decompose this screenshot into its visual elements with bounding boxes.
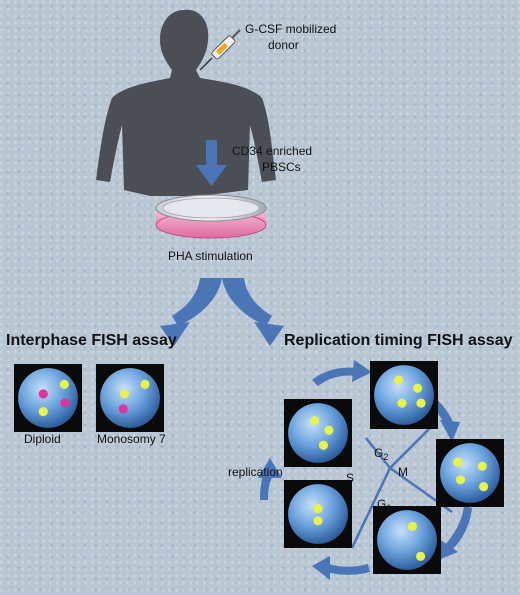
yellow-signal-dot	[393, 375, 404, 385]
enrichment-label-line1: CD34 enriched	[232, 144, 313, 158]
nucleus	[288, 403, 348, 463]
yellow-signal-dot	[38, 407, 48, 417]
cell-image-g1	[373, 506, 441, 574]
yellow-signal-dot	[59, 379, 69, 389]
nucleus	[18, 368, 78, 428]
yellow-signal-dot	[318, 440, 329, 450]
diploid-label: Diploid	[24, 432, 61, 446]
nucleus	[440, 443, 500, 503]
yellow-signal-dot	[313, 516, 323, 526]
yellow-signal-dot	[310, 416, 320, 426]
monosomy-cell-image	[96, 364, 164, 432]
yellow-signal-dot	[140, 379, 150, 389]
cycle-arrows	[258, 360, 472, 580]
phase-g2-label: G2	[374, 446, 389, 462]
donor-silhouette-icon	[96, 9, 276, 196]
nucleus	[100, 368, 160, 428]
enrichment-label-line2: PBSCs	[262, 160, 301, 174]
syringe-icon	[199, 29, 241, 71]
yellow-signal-dot	[313, 503, 323, 514]
cell-image-late-s	[284, 480, 352, 548]
magenta-signal-dot	[60, 398, 70, 408]
yellow-signal-dot	[397, 398, 407, 408]
nucleus	[288, 484, 348, 544]
stimulation-label: PHA stimulation	[168, 249, 253, 263]
nucleus	[374, 365, 434, 425]
phase-s-label: S	[346, 471, 355, 485]
magenta-signal-dot	[38, 389, 48, 399]
donor-label-line1: G-CSF mobilized	[245, 22, 337, 36]
monosomy-label: Monosomy 7	[97, 432, 166, 446]
yellow-signal-dot	[324, 425, 334, 435]
arrow-to-dish	[196, 140, 227, 186]
nucleus	[377, 510, 437, 570]
yellow-signal-dot	[407, 521, 418, 532]
yellow-signal-dot	[453, 457, 463, 467]
phase-g1-label: G1	[377, 497, 392, 513]
interphase-title: Interphase FISH assay	[6, 332, 177, 349]
replication-timing-title: Replication timing FISH assay	[284, 332, 513, 349]
yellow-signal-dot	[479, 482, 489, 492]
phase-m-label: M	[398, 465, 408, 479]
yellow-signal-dot	[477, 461, 487, 471]
petri-dish-icon	[155, 194, 267, 239]
yellow-signal-dot	[455, 475, 466, 485]
cell-image-m	[436, 439, 504, 507]
diploid-cell-image	[14, 364, 82, 432]
cell-image-early-s	[284, 399, 352, 467]
replication-label: replication	[228, 465, 283, 479]
yellow-signal-dot	[416, 398, 426, 408]
yellow-signal-dot	[413, 383, 423, 393]
yellow-signal-dot	[119, 389, 130, 399]
yellow-signal-dot	[416, 551, 426, 561]
magenta-signal-dot	[118, 404, 128, 414]
cell-image-g2	[370, 361, 438, 429]
split-arrow	[160, 278, 284, 346]
donor-label-line2: donor	[268, 38, 299, 52]
